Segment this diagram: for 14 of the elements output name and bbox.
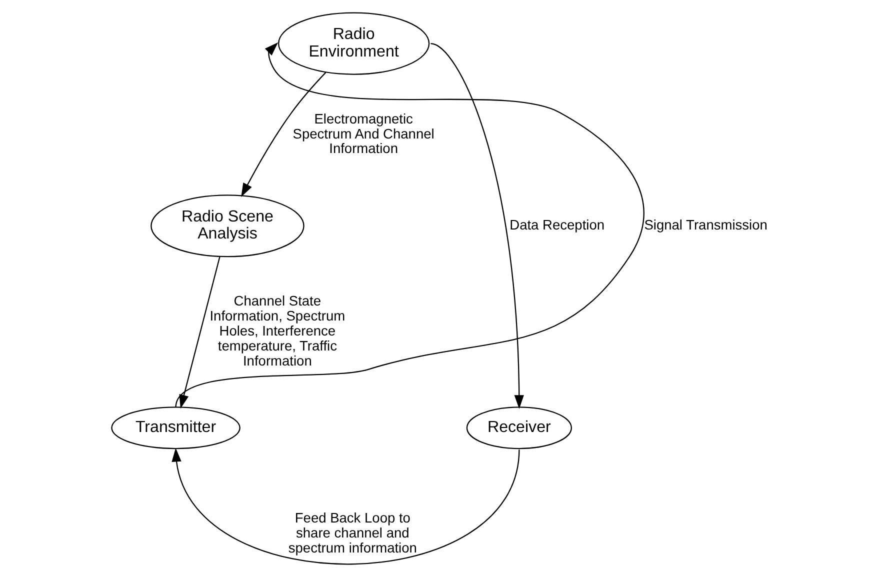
edge-label: Signal Transmission xyxy=(644,217,767,232)
arrow xyxy=(178,256,220,409)
node-ellipse: Transmitter xyxy=(110,406,240,450)
node-ellipse: Receiver xyxy=(466,406,572,450)
edge-label: Electromagnetic Spectrum And Channel Information xyxy=(292,111,434,156)
edge-label: Channel State Information, Spectrum Holes, Interference temperature, Traffic Information xyxy=(209,294,345,368)
edge-label: Feed Back Loop to share channel and spectrum information xyxy=(288,510,416,556)
arrow xyxy=(430,43,524,409)
arrow xyxy=(174,42,644,408)
node-ellipse: Radio Environment xyxy=(277,12,430,75)
arrow xyxy=(171,448,520,564)
edge-label: Data Reception xyxy=(509,217,604,232)
arrow xyxy=(240,72,326,197)
node-ellipse: Radio Scene Analysis xyxy=(150,194,304,258)
